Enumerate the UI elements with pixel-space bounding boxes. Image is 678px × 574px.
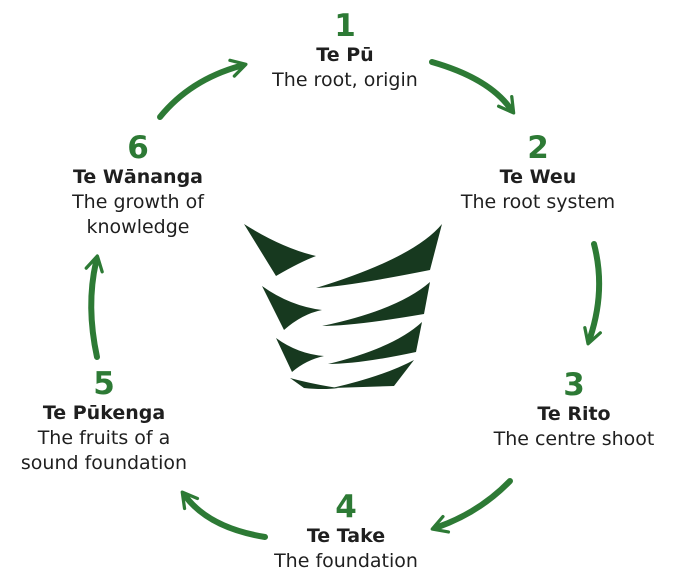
stage-description: The fruits of a sound foundation	[21, 426, 187, 476]
stage-description: The centre shoot	[494, 427, 655, 452]
stage-description: The root system	[461, 190, 615, 215]
stage-6: 6 Te Wānanga The growth of knowledge	[72, 131, 204, 240]
stage-description-line: sound foundation	[20, 452, 188, 474]
stage-description-line: The fruits of a	[37, 427, 171, 449]
stage-number: 6	[127, 130, 149, 166]
stage-number: 5	[93, 366, 115, 402]
stage-name: Te Pū	[316, 44, 374, 66]
stage-description: The root, origin	[272, 68, 418, 93]
stage-name: Te Wānanga	[72, 166, 203, 188]
stage-description-line: The foundation	[274, 550, 418, 572]
stage-name: Te Weu	[499, 166, 577, 188]
stage-3: 3 Te Rito The centre shoot	[494, 368, 655, 452]
stage-description-line: The growth of	[72, 191, 204, 213]
stage-name: Te Pūkenga	[42, 402, 166, 424]
stage-description: The growth of knowledge	[72, 190, 204, 240]
arrow-4-to-5	[180, 490, 268, 540]
stage-2: 2 Te Weu The root system	[461, 131, 615, 215]
arrow-5-to-6	[84, 254, 104, 360]
stage-number: 4	[335, 489, 357, 525]
arrow-1-to-2	[429, 59, 516, 115]
stage-name: Te Take	[306, 525, 386, 547]
stage-description-line: The root system	[460, 191, 616, 213]
stage-number: 1	[334, 8, 356, 44]
arrow-2-to-3	[583, 241, 603, 346]
stage-description-line: knowledge	[86, 216, 190, 238]
stage-1: 1 Te Pū The root, origin	[272, 9, 418, 93]
stage-4: 4 Te Take The foundation	[274, 490, 418, 574]
stage-description: The foundation	[274, 549, 418, 574]
stage-description-line: The root, origin	[272, 69, 418, 91]
stage-5: 5 Te Pūkenga The fruits of a sound found…	[21, 367, 187, 476]
arrow-6-to-1	[157, 58, 248, 120]
stage-name: Te Rito	[537, 403, 611, 425]
stage-number: 2	[527, 130, 549, 166]
stage-number: 3	[563, 367, 585, 403]
stage-description-line: The centre shoot	[493, 428, 655, 450]
arrow-3-to-4	[430, 478, 513, 534]
